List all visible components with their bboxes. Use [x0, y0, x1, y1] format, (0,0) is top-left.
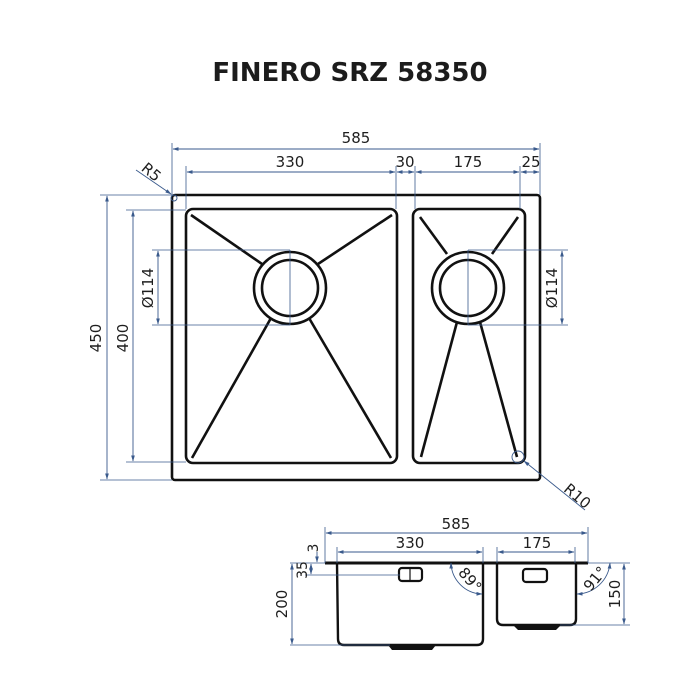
label-bowl-depth: 400 — [114, 324, 132, 353]
top-view: 585 330 30 175 25 450 400 Ø114 Ø114 R5 R… — [87, 129, 594, 513]
side-view: 585 330 175 3 35 200 150 89° 91° — [273, 515, 630, 650]
label-right-bowl-width: 175 — [454, 153, 483, 171]
label-left-drain-diameter: Ø114 — [139, 268, 157, 308]
right-overflow-slot — [521, 567, 549, 584]
label-left-bowl-width: 330 — [276, 153, 305, 171]
label-right-bowl-height: 150 — [606, 580, 624, 609]
product-title: FINERO SRZ 58350 — [212, 58, 488, 88]
label-overflow-offset: 35 — [295, 561, 311, 579]
sink-outer-outline — [170, 193, 542, 482]
right-bowl-profile — [495, 563, 578, 627]
label-left-wall-angle: 89° — [454, 564, 485, 596]
label-overall-width: 585 — [342, 129, 371, 147]
label-side-right-bowl-width: 175 — [523, 534, 552, 552]
label-right-drain-diameter: Ø114 — [543, 268, 561, 308]
label-flange-thickness: 3 — [306, 544, 322, 553]
label-inner-corner-radius: R10 — [560, 480, 594, 513]
label-right-margin: 25 — [521, 153, 540, 171]
label-side-left-bowl-width: 330 — [396, 534, 425, 552]
label-side-overall-width: 585 — [442, 515, 471, 533]
label-divider-width: 30 — [395, 153, 414, 171]
left-bowl — [184, 207, 399, 465]
right-bowl — [411, 207, 527, 465]
label-left-bowl-height: 200 — [273, 590, 291, 619]
label-overall-depth: 450 — [87, 324, 105, 353]
label-outer-corner-radius: R5 — [138, 159, 165, 186]
